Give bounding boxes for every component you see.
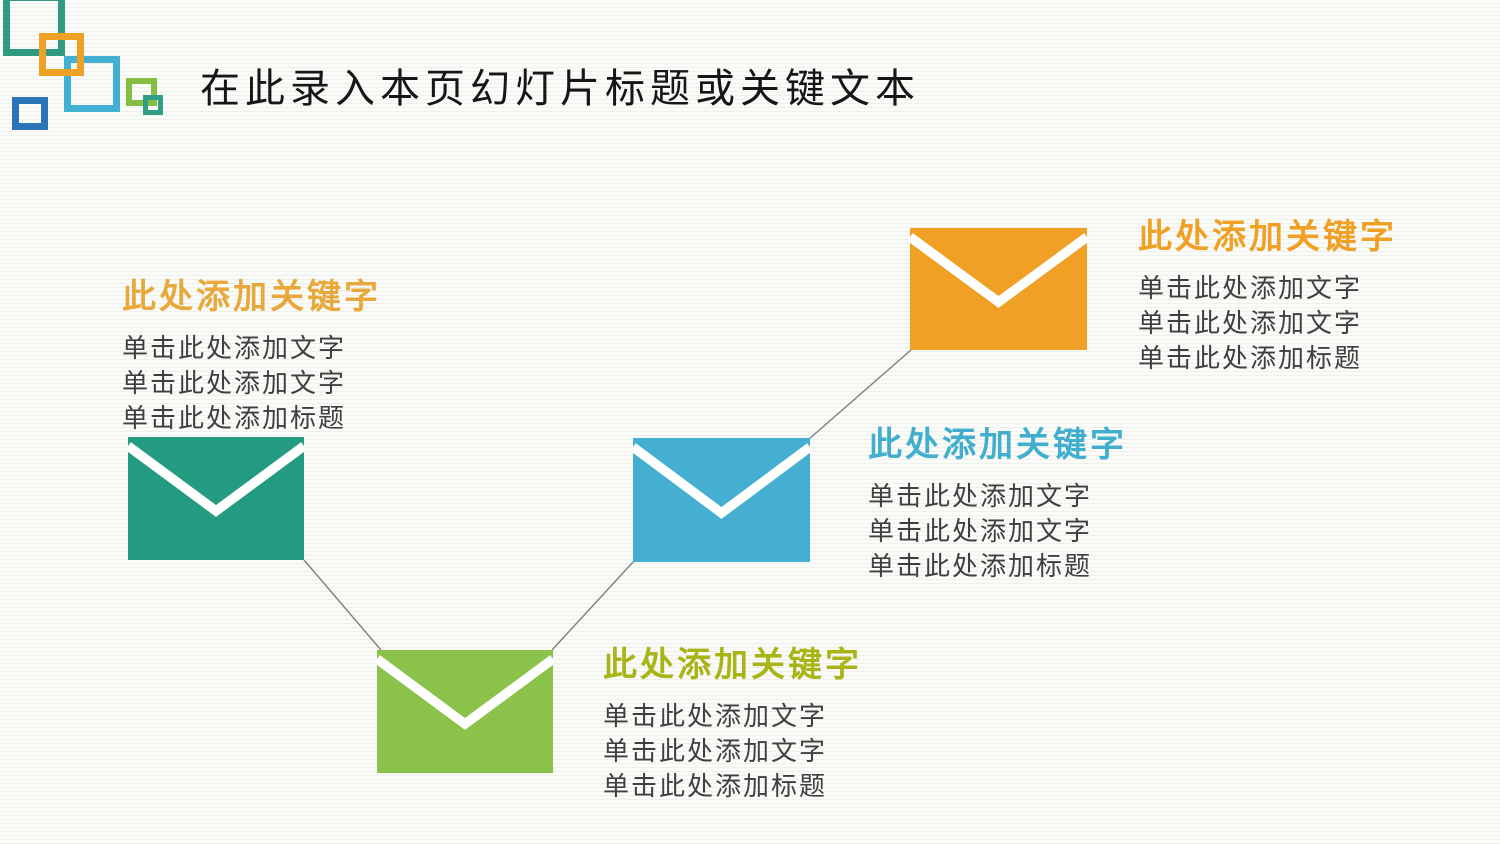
- decor-square-teal-small: [143, 95, 163, 115]
- body-line: 单击此处添加文字: [868, 481, 1093, 511]
- item-block-4: 此处添加关键字 单击此处添加文字 单击此处添加文字 单击此处添加标题: [1138, 209, 1397, 376]
- slide-title: 在此录入本页幻灯片标题或关键文本: [200, 67, 920, 111]
- item-heading: 此处添加关键字: [1138, 218, 1397, 256]
- envelope-flap: [910, 233, 1087, 308]
- envelope-body: [910, 228, 1087, 350]
- envelope-icon-teal: [128, 437, 304, 560]
- item-block-2: 此处添加关键字 单击此处添加文字 单击此处添加文字 单击此处添加标题: [603, 637, 862, 804]
- item-body: 单击此处添加文字 单击此处添加文字 单击此处添加标题: [868, 479, 1127, 584]
- envelope-flap: [128, 442, 304, 517]
- envelope-body: [633, 438, 810, 562]
- decor-square-light-green: [126, 78, 157, 106]
- envelope-flap: [633, 443, 810, 519]
- item-heading: 此处添加关键字: [603, 646, 862, 684]
- item-body: 单击此处添加文字 单击此处添加文字 单击此处添加标题: [122, 331, 381, 436]
- body-line: 单击此处添加文字: [603, 701, 828, 731]
- decor-square-dark-blue: [12, 97, 48, 130]
- body-line: 单击此处添加标题: [122, 403, 347, 433]
- item-heading: 此处添加关键字: [868, 426, 1127, 464]
- envelope-body: [377, 650, 553, 773]
- decor-square-sky-blue: [64, 56, 120, 112]
- body-line: 单击此处添加文字: [1138, 308, 1363, 338]
- item-block-1: 此处添加关键字 单击此处添加文字 单击此处添加文字 单击此处添加标题: [122, 269, 381, 436]
- decor-square-orange: [39, 33, 84, 76]
- envelope-icon-orange: [910, 228, 1087, 350]
- body-line: 单击此处添加标题: [868, 551, 1093, 581]
- envelope-flap: [377, 655, 553, 730]
- item-body: 单击此处添加文字 单击此处添加文字 单击此处添加标题: [603, 699, 862, 804]
- decor-square-teal-large: [3, 0, 65, 56]
- body-line: 单击此处添加文字: [603, 736, 828, 766]
- envelope-icon-green: [377, 650, 553, 773]
- connector-line-2-3: [551, 560, 635, 651]
- connector-line-1-2: [303, 559, 382, 651]
- item-heading: 此处添加关键字: [122, 278, 381, 316]
- body-line: 单击此处添加标题: [1138, 343, 1363, 373]
- envelope-icon-blue: [633, 438, 810, 562]
- body-line: 单击此处添加标题: [603, 771, 828, 801]
- body-line: 单击此处添加文字: [868, 516, 1093, 546]
- body-line: 单击此处添加文字: [122, 333, 347, 363]
- body-line: 单击此处添加文字: [122, 368, 347, 398]
- item-block-3: 此处添加关键字 单击此处添加文字 单击此处添加文字 单击此处添加标题: [868, 417, 1127, 584]
- connector-line-3-4: [808, 349, 912, 440]
- envelope-body: [128, 437, 304, 560]
- item-body: 单击此处添加文字 单击此处添加文字 单击此处添加标题: [1138, 271, 1397, 376]
- body-line: 单击此处添加文字: [1138, 273, 1363, 303]
